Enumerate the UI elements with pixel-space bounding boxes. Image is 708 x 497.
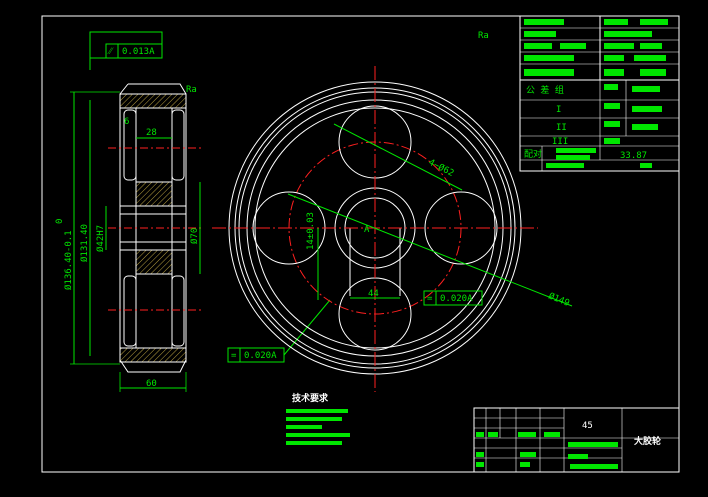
rim-section-top	[119, 93, 187, 109]
pocket-right-top	[171, 109, 185, 181]
center-datum-marker: A	[364, 225, 370, 235]
dim-44-text: 44	[368, 289, 379, 299]
side-dimensions: ⁄⁄ 0.013A Ra 0 Ø136.40-0.1 Ø131.40 Ø42H7…	[55, 31, 331, 392]
front-tol-text: 0.020A	[440, 294, 473, 304]
hole-right	[424, 191, 498, 265]
tech-requirements: 技术要求	[286, 392, 350, 445]
param-value-1: 33.87	[620, 151, 647, 161]
flatness-tol-frame[interactable]	[105, 43, 163, 59]
tech-req-title: 技术要求	[292, 392, 329, 404]
dim-zero-text: 0	[55, 219, 65, 224]
svg-text:⁄⁄: ⁄⁄	[107, 47, 115, 57]
svg-text:=: =	[231, 351, 237, 361]
dim-60-text: 60	[146, 379, 157, 389]
dim-line-r149	[287, 193, 573, 307]
wheel-outline	[119, 83, 187, 373]
param-label-3: II	[556, 123, 567, 133]
tech-req-line-4	[286, 433, 350, 437]
tech-req-line-1	[286, 409, 348, 413]
param-label-4: III	[552, 137, 568, 147]
pocket-right-bottom	[171, 275, 185, 347]
hub-section-top	[135, 181, 173, 207]
svg-text:=: =	[427, 294, 433, 304]
dim-pitch-text: Ø131.40	[79, 224, 90, 262]
hub-section-bottom	[135, 249, 173, 275]
front-tol-frame[interactable]	[423, 290, 483, 306]
dim-6-text: 6	[124, 117, 129, 127]
rim-section-bottom	[119, 347, 187, 363]
material-text: 45	[582, 421, 593, 431]
dim-28-text: 28	[146, 128, 157, 138]
dim-outer-text: Ø136.40-0.1	[63, 230, 74, 290]
parameter-table: 公 差 组 I II III 配对 33.87	[519, 15, 680, 172]
surface-roughness-symbol: Ra	[478, 31, 489, 41]
dim-hub-text: Ø70	[189, 228, 200, 244]
title-block: 45 大胶轮	[473, 407, 680, 473]
tech-req-line-2	[286, 417, 342, 421]
datum-marker: Ra	[186, 85, 197, 95]
param-label-2: I	[556, 105, 561, 115]
side-view	[108, 83, 204, 373]
dim-line-hole-circle	[333, 123, 463, 191]
runout-tol-text: 0.020A	[244, 351, 277, 361]
dim-r149-text: Ø149	[547, 291, 571, 309]
tech-req-line-5	[286, 441, 342, 445]
part-name-text: 大胶轮	[634, 435, 661, 447]
tech-req-line-3	[286, 425, 322, 429]
dim-hole-circle-text: 4−Ø62	[427, 157, 456, 179]
front-view	[212, 66, 538, 392]
dim-keyway-text: 14±0.03	[306, 212, 316, 250]
dim-bore-text: Ø42H7	[95, 225, 106, 252]
flatness-tol-text: 0.013A	[122, 47, 155, 57]
drawing-frame	[41, 15, 680, 473]
param-label-5: 配对	[524, 148, 542, 160]
param-label-1: 公 差 组	[526, 84, 564, 96]
pocket-left-bottom	[123, 275, 137, 347]
